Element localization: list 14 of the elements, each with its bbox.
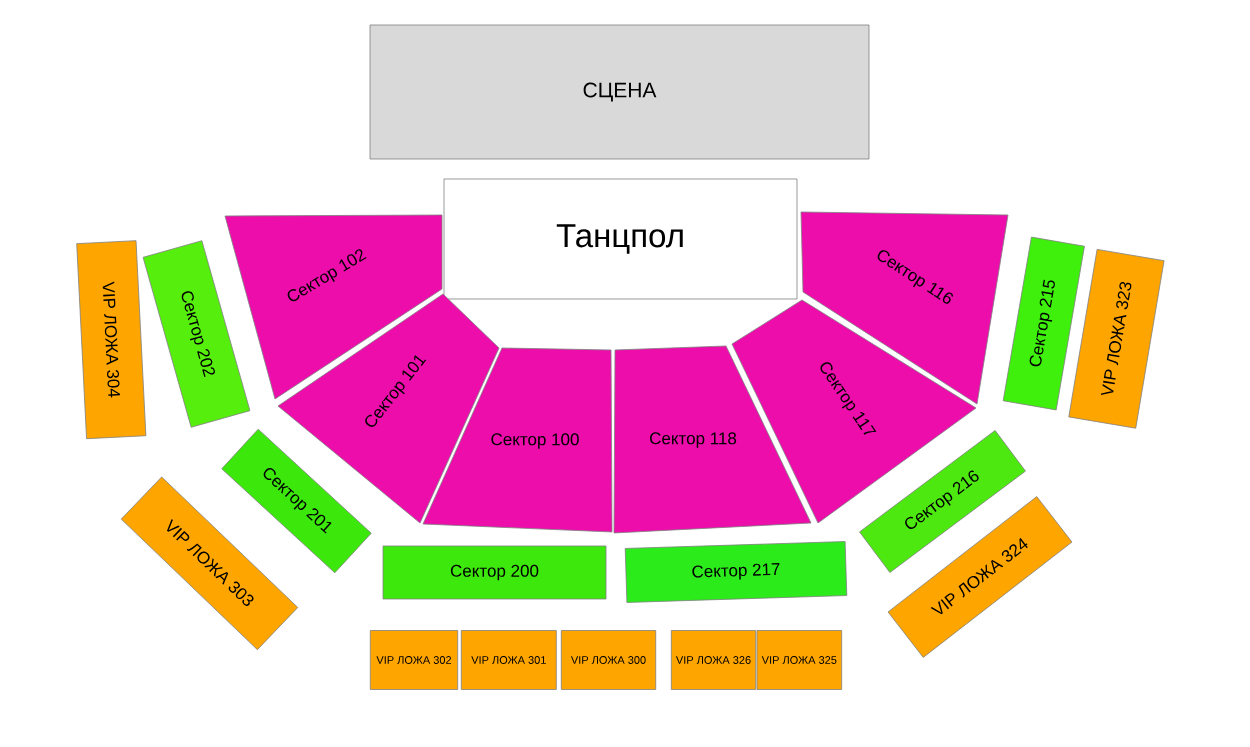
seating-sector: Сектор 200 bbox=[382, 545, 607, 600]
vip-box: VIP ЛОЖА 326 bbox=[670, 630, 757, 690]
seating-sector: Сектор 215 bbox=[1002, 236, 1085, 411]
vip-box: VIP ЛОЖА 304 bbox=[76, 240, 147, 440]
vip-box: VIP ЛОЖА 300 bbox=[560, 630, 657, 690]
vip-box: VIP ЛОЖА 302 bbox=[369, 630, 459, 690]
stage-box: СЦЕНА bbox=[369, 24, 870, 160]
vip-box: VIP ЛОЖА 325 bbox=[756, 630, 843, 690]
vip-box: VIP ЛОЖА 301 bbox=[460, 630, 557, 690]
seating-sector: Сектор 118 bbox=[613, 345, 812, 534]
seating-sector: Сектор 217 bbox=[624, 541, 848, 603]
dance-floor-box: Танцпол bbox=[443, 178, 798, 300]
vip-box: VIP ЛОЖА 323 bbox=[1068, 249, 1165, 429]
seating-sector: Сектор 202 bbox=[142, 240, 251, 428]
